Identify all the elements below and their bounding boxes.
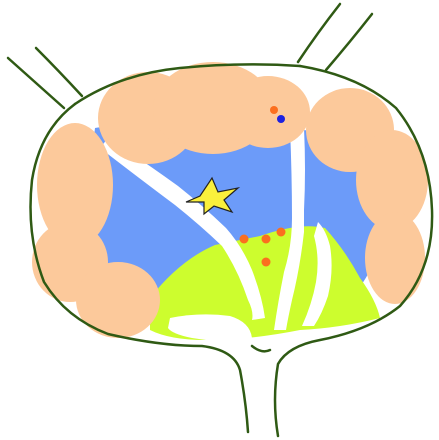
lobe-bottom-left: [76, 262, 160, 338]
dot-orange-4: [262, 258, 271, 267]
dot-orange-2: [262, 235, 271, 244]
dot-orange-top: [270, 106, 278, 114]
dot-orange-1: [240, 235, 249, 244]
dot-orange-3: [277, 228, 286, 237]
lobe-right-lower: [365, 212, 425, 304]
lobe-top-right: [226, 76, 310, 148]
dot-blue-top: [277, 115, 285, 123]
